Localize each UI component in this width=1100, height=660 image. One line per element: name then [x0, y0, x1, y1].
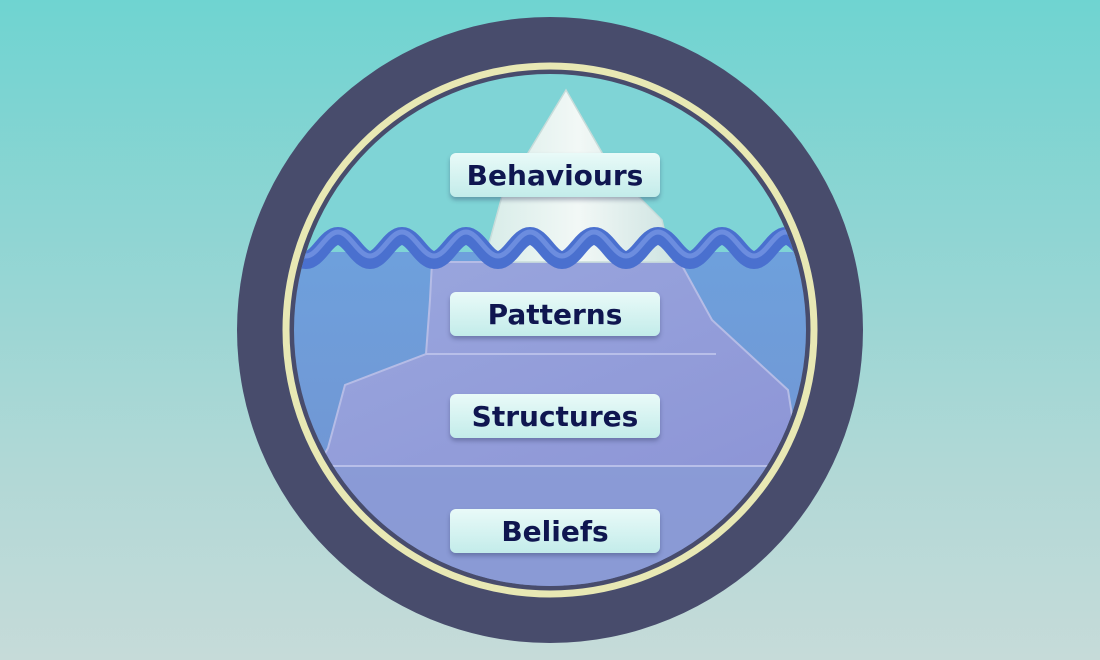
layer-label-structures: Structures — [450, 394, 660, 438]
layer-label-behaviours: Behaviours — [450, 153, 660, 197]
layer-label-beliefs: Beliefs — [450, 509, 660, 553]
water-wave-highlight — [294, 229, 806, 259]
water-wave — [294, 226, 806, 270]
frame-inner-ring — [282, 62, 818, 598]
layer-label-patterns: Patterns — [450, 292, 660, 336]
